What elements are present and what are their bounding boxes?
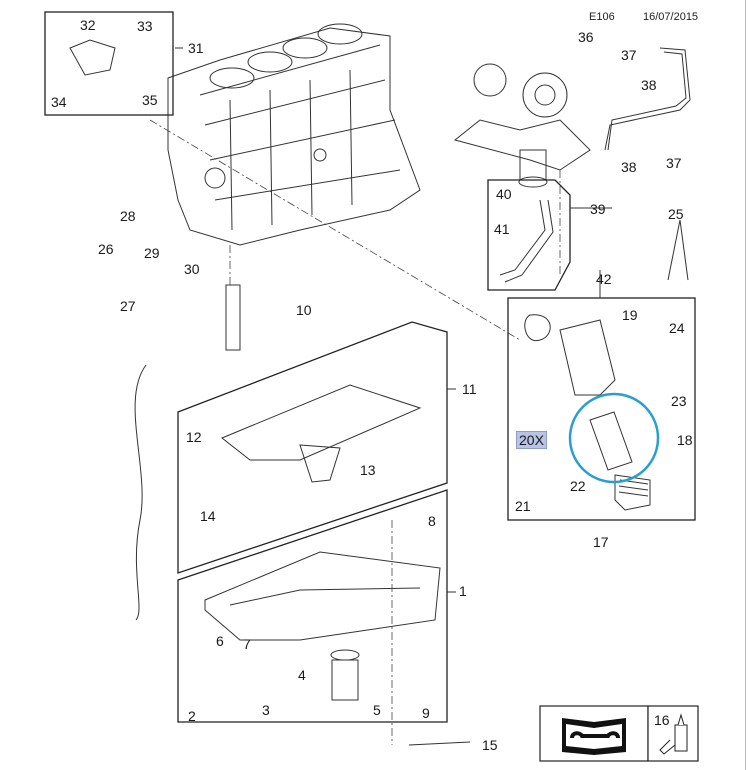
callout-25[interactable]: 25 <box>668 206 684 222</box>
callout-36[interactable]: 36 <box>578 29 594 45</box>
oil-filter-element-drawing <box>589 411 633 471</box>
callout-12[interactable]: 12 <box>186 429 202 445</box>
callout-16[interactable]: 16 <box>654 712 670 728</box>
thermostat-box <box>44 11 174 116</box>
oil-pan-drawing <box>204 551 441 641</box>
turbocharger-drawing <box>453 63 591 188</box>
repair-manual-icon <box>562 718 626 755</box>
callout-8[interactable]: 8 <box>428 513 436 529</box>
callout-1[interactable]: 1 <box>459 583 467 599</box>
callout-28[interactable]: 28 <box>120 208 136 224</box>
oil-filter-housing-box <box>507 297 696 521</box>
callout-40[interactable]: 40 <box>496 186 512 202</box>
callout-23[interactable]: 23 <box>671 393 687 409</box>
legend-sealant-box <box>647 705 699 762</box>
callout-17[interactable]: 17 <box>593 534 609 550</box>
callout-29[interactable]: 29 <box>144 245 160 261</box>
thermostat-housing-drawing <box>69 39 116 76</box>
callout-2[interactable]: 2 <box>188 708 196 724</box>
oil-filter-cap-drawing <box>614 474 651 511</box>
callout-7[interactable]: 7 <box>243 636 251 652</box>
callout-26[interactable]: 26 <box>98 241 114 257</box>
dipstick-tube-drawing <box>225 284 241 351</box>
callout-42[interactable]: 42 <box>596 271 612 287</box>
callout-21[interactable]: 21 <box>515 498 531 514</box>
callout-41[interactable]: 41 <box>494 221 510 237</box>
callout-27[interactable]: 27 <box>120 298 136 314</box>
oil-return-pipe-box <box>487 179 571 291</box>
engine-block-drawing <box>167 23 421 246</box>
callout-6[interactable]: 6 <box>216 633 224 649</box>
callout-18[interactable]: 18 <box>677 432 693 448</box>
callout-30[interactable]: 30 <box>184 261 200 277</box>
callout-9[interactable]: 9 <box>422 705 430 721</box>
callout-10[interactable]: 10 <box>296 302 312 318</box>
callout-37-lower[interactable]: 37 <box>666 155 682 171</box>
oil-filter-housing-drawing <box>559 319 616 396</box>
callout-15[interactable]: 15 <box>482 737 498 753</box>
callout-39[interactable]: 39 <box>590 201 606 217</box>
oil-pump-housing-drawing <box>221 384 422 461</box>
callout-20x-highlighted[interactable]: 20X <box>516 431 547 449</box>
callout-19[interactable]: 19 <box>622 307 638 323</box>
callout-13[interactable]: 13 <box>360 462 376 478</box>
callout-33[interactable]: 33 <box>137 18 153 34</box>
callout-3[interactable]: 3 <box>262 702 270 718</box>
callout-4[interactable]: 4 <box>298 667 306 683</box>
callout-24[interactable]: 24 <box>669 320 685 336</box>
callout-31[interactable]: 31 <box>188 40 204 56</box>
callout-11[interactable]: 11 <box>462 381 477 397</box>
callout-35[interactable]: 35 <box>142 92 158 108</box>
page-border-right <box>745 0 746 770</box>
oil-return-pipe-drawing <box>499 199 546 276</box>
dipstick-drawing <box>134 364 147 621</box>
callout-37-upper[interactable]: 37 <box>621 47 637 63</box>
callout-38-upper[interactable]: 38 <box>641 77 657 93</box>
callout-34[interactable]: 34 <box>51 94 67 110</box>
diagram-date: 16/07/2015 <box>643 11 699 23</box>
diagram-code: E106 <box>589 11 615 23</box>
callout-32[interactable]: 32 <box>80 17 96 33</box>
strainer-drawing <box>331 659 359 701</box>
callout-22[interactable]: 22 <box>570 478 586 494</box>
callout-14[interactable]: 14 <box>200 508 216 524</box>
sealant-tube-icon <box>659 713 688 755</box>
oil-pump-box <box>177 321 448 574</box>
callout-5[interactable]: 5 <box>373 702 381 718</box>
highlight-circle <box>568 392 660 484</box>
oil-feed-pipe-drawing <box>604 47 691 151</box>
oil-pan-box <box>177 489 448 723</box>
gasket-drawing <box>524 314 551 342</box>
callout-38-lower[interactable]: 38 <box>621 159 637 175</box>
